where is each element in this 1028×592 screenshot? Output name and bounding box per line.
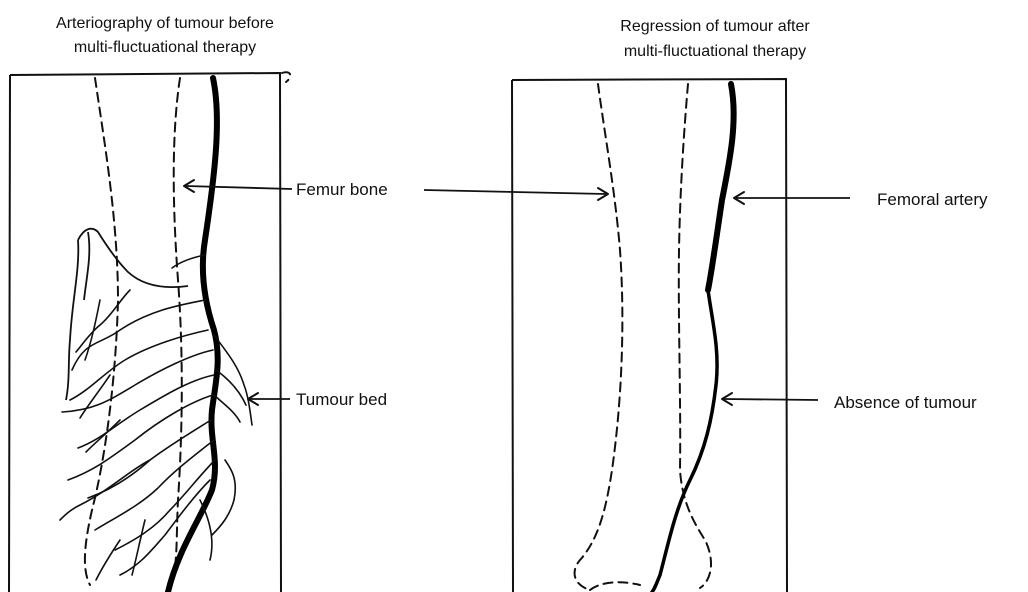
femur-bone-condyle-after: [590, 582, 640, 590]
femur-bone-pointer-left-line: [186, 186, 292, 189]
tumour-vessel: [86, 420, 120, 452]
panel-after-title-line1: Regression of tumour after: [620, 18, 810, 35]
femoral-artery-before: [168, 78, 218, 592]
tumour-vessel: [96, 540, 120, 580]
femur-bone-outline-left: [85, 78, 118, 585]
panel-before: Arteriography of tumour before multi-flu…: [9, 15, 292, 592]
femoral-artery-after: [708, 84, 734, 290]
femur-bone-pointer-right-line: [424, 190, 606, 194]
absence-of-tumour-label: Absence of tumour: [834, 393, 977, 412]
panel-before-frame: [9, 73, 281, 592]
absence-of-tumour-pointer-line: [724, 399, 818, 400]
femur-bone-outline-right-after: [679, 84, 711, 588]
tumour-vessel: [78, 375, 214, 448]
tumour-vessel-network: [60, 255, 252, 580]
panel-after-title-line2: multi-fluctuational therapy: [624, 43, 806, 60]
femoral-artery-label: Femoral artery: [877, 190, 988, 209]
femur-bone-label: Femur bone: [296, 180, 388, 199]
panel-before-title-line1: Arteriography of tumour before: [56, 15, 274, 32]
panel-after: Regression of tumour after multi-fluctua…: [512, 18, 850, 592]
tumour-vessel: [214, 395, 240, 422]
tumour-mass-outline: [66, 229, 188, 400]
femur-bone-top-notch: [282, 72, 290, 82]
tumour-vessel: [132, 520, 145, 575]
femur-bone-outline-left-after: [575, 84, 623, 590]
tumour-vessel: [60, 460, 150, 520]
tumour-bed-label: Tumour bed: [296, 390, 387, 409]
panel-before-title-line2: multi-fluctuational therapy: [74, 39, 256, 56]
panel-after-frame: [512, 79, 787, 592]
tumour-vessel: [85, 300, 100, 360]
tumour-vessel: [80, 375, 110, 418]
